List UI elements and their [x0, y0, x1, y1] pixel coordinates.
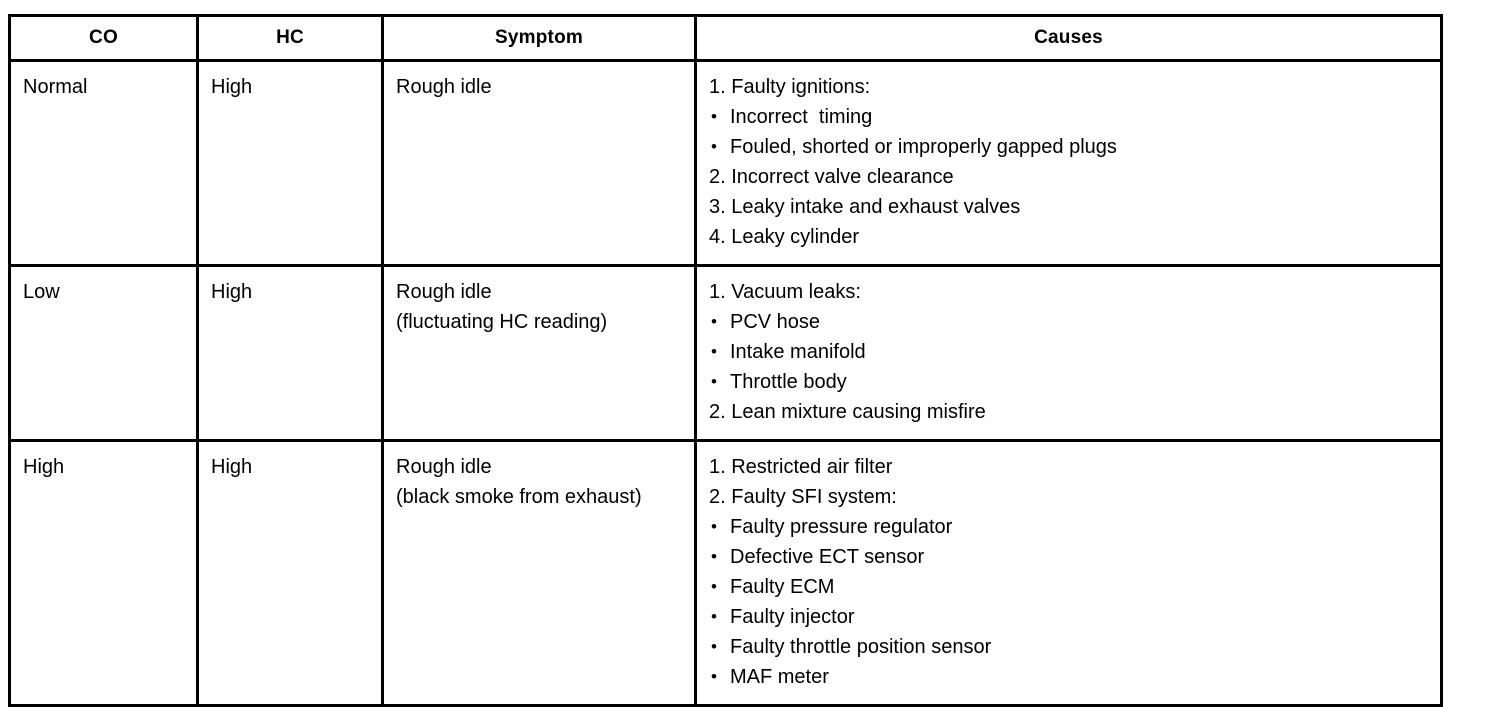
cell-co: Normal — [8, 59, 199, 267]
cause-bullet-item: Throttle body — [709, 367, 1428, 397]
cause-bullet-item: Faulty throttle position sensor — [709, 632, 1428, 662]
column-header-co: CO — [8, 14, 199, 62]
cell-hc-text: High — [211, 281, 253, 303]
cause-numbered-item: 3. Leaky intake and exhaust valves — [709, 196, 1021, 218]
cell-symptom: Rough idle — [381, 59, 697, 267]
cell-causes: 1. Vacuum leaks: PCV hoseIntake manifoldT… — [694, 264, 1443, 442]
cell-symptom: Rough idle (fluctuating HC reading) — [381, 264, 697, 442]
cause-bullet-item: Fouled, shorted or improperly gapped plu… — [709, 132, 1428, 162]
causes-list: 1. Vacuum leaks: PCV hoseIntake manifoldT… — [709, 277, 1428, 427]
cell-symptom-text: Rough idle (black smoke from exhaust) — [396, 456, 642, 508]
cell-causes: 1. Faulty ignitions: Incorrect timingFoul… — [694, 59, 1443, 267]
column-header-symptom: Symptom — [381, 14, 697, 62]
cause-numbered-item: 1. Restricted air filter — [709, 456, 893, 478]
cause-bullet-item: Faulty ECM — [709, 572, 1428, 602]
cell-symptom: Rough idle (black smoke from exhaust) — [381, 439, 697, 707]
column-header-hc: HC — [196, 14, 384, 62]
causes-list: 1. Faulty ignitions: Incorrect timingFoul… — [709, 72, 1428, 252]
cause-numbered-item: 2. Lean mixture causing misfire — [709, 401, 986, 423]
cell-co: Low — [8, 264, 199, 442]
cause-numbered-item: 1. Vacuum leaks: — [709, 281, 861, 303]
table-header: CO HC Symptom Causes — [8, 14, 1443, 62]
cause-bullet-item: Incorrect timing — [709, 102, 1428, 132]
cell-hc-text: High — [211, 456, 253, 478]
column-header-causes: Causes — [694, 14, 1443, 62]
cause-bullet-item: Faulty injector — [709, 602, 1428, 632]
diagnostic-table: CO HC Symptom Causes Normal High Rough i… — [8, 14, 1443, 707]
table-row: Normal High Rough idle 1. Faulty ignitio… — [8, 59, 1443, 267]
cell-hc: High — [196, 439, 384, 707]
cell-co-text: Low — [23, 281, 60, 303]
cause-numbered-item: 1. Faulty ignitions: — [709, 76, 871, 98]
cell-symptom-text: Rough idle (fluctuating HC reading) — [396, 281, 608, 333]
causes-list: 1. Restricted air filter 2. Faulty SFI sy… — [709, 452, 1428, 692]
table-row: Low High Rough idle (fluctuating HC read… — [8, 264, 1443, 442]
cell-co-text: Normal — [23, 76, 88, 98]
cell-hc: High — [196, 59, 384, 267]
cause-numbered-item: 2. Incorrect valve clearance — [709, 166, 954, 188]
cause-bullet-item: Intake manifold — [709, 337, 1428, 367]
cause-bullet-item: PCV hose — [709, 307, 1428, 337]
cell-hc: High — [196, 264, 384, 442]
document-page: CO HC Symptom Causes Normal High Rough i… — [0, 0, 1504, 684]
table-body: Normal High Rough idle 1. Faulty ignitio… — [8, 59, 1443, 707]
cell-co-text: High — [23, 456, 65, 478]
cause-bullet-item: Faulty pressure regulator — [709, 512, 1428, 542]
table-row: High High Rough idle (black smoke from e… — [8, 439, 1443, 707]
cell-symptom-text: Rough idle — [396, 76, 492, 98]
cause-bullet-item: Defective ECT sensor — [709, 542, 1428, 572]
cell-causes: 1. Restricted air filter 2. Faulty SFI sy… — [694, 439, 1443, 707]
cause-numbered-item: 4. Leaky cylinder — [709, 226, 860, 248]
cell-co: High — [8, 439, 199, 707]
cause-numbered-item: 2. Faulty SFI system: — [709, 486, 897, 508]
cause-bullet-item: MAF meter — [709, 662, 1428, 692]
header-row: CO HC Symptom Causes — [8, 14, 1443, 62]
cell-hc-text: High — [211, 76, 253, 98]
